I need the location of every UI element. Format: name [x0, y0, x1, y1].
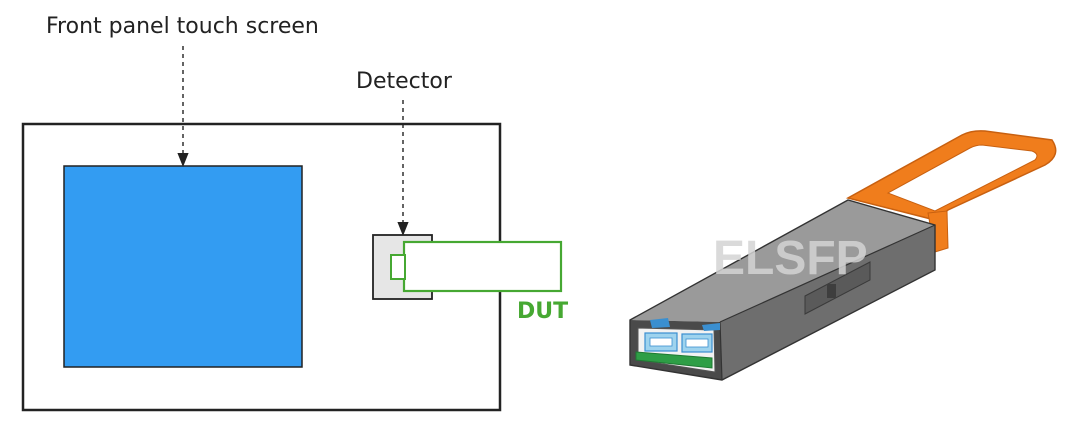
detector-label: Detector [356, 69, 452, 94]
module-watermark: ELSFP [713, 232, 868, 285]
elsfp-module-illustration [629, 130, 1057, 381]
front-panel-screen-label: Front panel touch screen [46, 14, 319, 39]
front-panel-screen [63, 165, 303, 368]
dut-label: DUT [517, 299, 569, 324]
dut-box [402, 240, 563, 293]
dut-connector [390, 254, 406, 280]
